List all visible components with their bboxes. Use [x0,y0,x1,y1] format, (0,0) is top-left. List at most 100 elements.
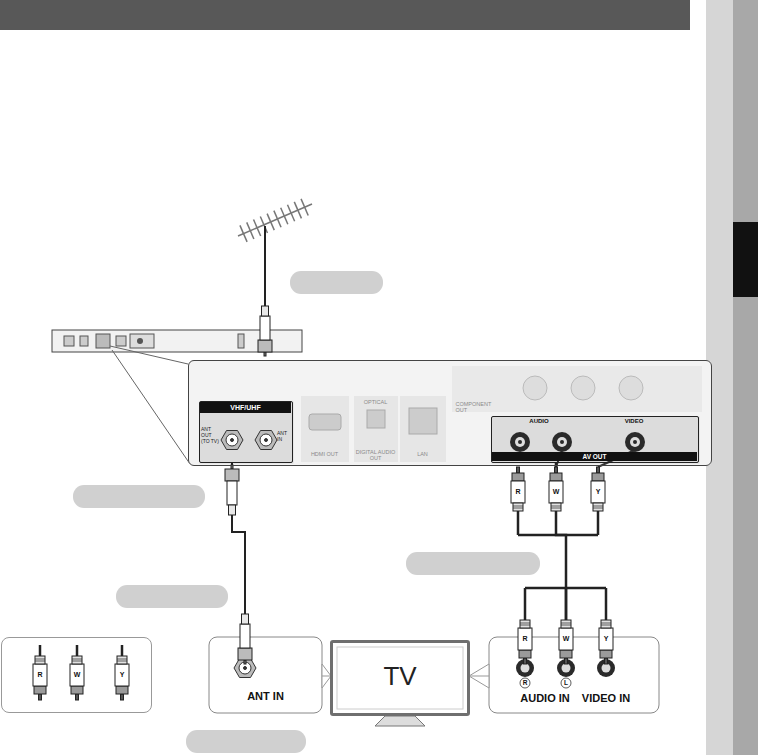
port-label: VIDEO [609,418,659,425]
antenna-jack [255,431,277,450]
antenna [294,202,301,219]
chapter-marker [733,222,758,297]
cable-wire [40,511,606,656]
plug-letter: R [519,634,531,644]
rca-plug [601,620,611,628]
plug-letter: Y [600,634,612,644]
rca-plug [518,620,532,664]
coax-plug [238,614,252,664]
antenna [260,217,267,234]
coax-plug [262,306,269,316]
coax-plug [264,352,266,356]
rca-plug [601,623,611,624]
callout-pointer [470,676,489,677]
jack-label: ANT IN [209,690,322,702]
coax-plug [244,660,246,664]
player-body [64,336,74,346]
jack-label: AUDIO IN [515,692,575,704]
rca-plug [519,650,531,658]
rca-plug [551,508,561,509]
rca-plug [116,686,128,694]
antenna-jack [260,434,272,446]
terminal-box-fill [200,402,294,464]
coax-plug [229,505,236,515]
rca-plug [559,620,573,664]
blank-label-pill [290,271,383,294]
tv-av-jack [516,659,534,677]
rca-plug [555,467,558,473]
zoom-line [112,350,190,464]
rca-plug [513,506,523,507]
player-body [238,334,244,348]
cable-wire [565,588,568,620]
rca-plug [591,467,605,511]
antenna-jack [226,434,238,446]
cable-wire [121,645,124,656]
plug-legend-box: RWY [1,637,152,713]
rca-plug [39,694,42,700]
av-jack [518,440,522,444]
av-jack [510,432,530,452]
port-label: LAN [398,451,448,457]
rca-plug [561,620,571,628]
side-tab [733,0,758,755]
antenna-jack [221,431,243,450]
blank-label-pill [73,271,540,753]
av-jack [633,440,637,444]
coax-plug [227,481,237,505]
header-bar [0,0,690,30]
rca-plug [513,508,523,509]
faded-terminal [301,396,349,462]
channel-mark: R [519,678,531,688]
av-jack [515,437,525,447]
coax-plug [240,624,250,648]
rear-panel-fill [188,360,712,466]
av-jack [510,432,645,452]
rca-plug [601,625,611,626]
tv-label: TV [333,661,467,691]
rca-plug [121,694,124,700]
rca-plug [72,659,82,660]
antenna [274,211,281,228]
av-out-box: AUDIOVIDEOAV OUT [491,416,699,463]
jack-label: VIDEO IN [576,692,636,704]
rca-plug [117,659,127,660]
antenna [281,208,288,225]
terminal-box-fill [492,417,700,464]
blank-label-pill [186,730,306,753]
faded-terminal [523,376,547,400]
rca-plug [593,508,603,509]
av-jack [552,432,572,452]
cable-wire [524,588,527,620]
coax-plug [242,614,249,624]
rca-plug [70,664,84,686]
channel-circle [520,678,530,688]
tv-av-jack [557,659,575,677]
rca-plug [599,628,613,650]
rca-plug [513,503,523,511]
rca-plug [518,628,532,650]
rca-plug [76,694,79,700]
rca-plug [550,473,562,481]
coax-plug [258,306,272,356]
callout-outline [209,637,322,713]
antenna-jack [231,439,234,442]
rca-plug [593,503,603,511]
av-jack [560,440,564,444]
faded-terminal [367,410,385,428]
rca-plug [117,661,127,662]
rca-plug [35,661,45,662]
tv-av-jack [602,664,611,673]
cable-wire [597,511,600,535]
faded-terminal [409,408,437,434]
rca-plug [565,658,568,664]
rca-plug [599,620,613,664]
rca-plug [520,623,530,624]
port-label: ANT OUT (TO TV) [201,427,219,444]
tv-antenna-jack [244,667,247,670]
rca-plug [597,467,600,473]
player-body [137,338,143,344]
antenna [238,204,312,236]
